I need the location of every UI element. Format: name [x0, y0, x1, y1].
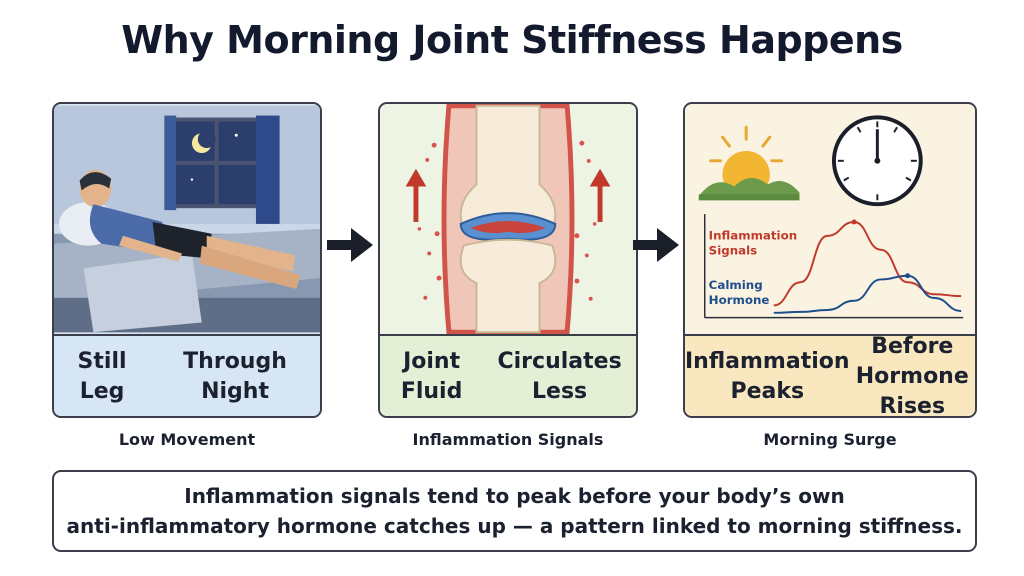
series-line-2 — [773, 274, 962, 314]
right-arrow-icon — [633, 228, 679, 262]
chart-axes — [703, 214, 964, 319]
sleeping-person-icon — [58, 169, 301, 289]
knee-joint-icon — [380, 104, 636, 334]
series-peak-point-2 — [905, 273, 911, 279]
panel-caption: Still Leg Through Night — [54, 334, 320, 416]
summary-line-1: Inflammation signals tend to peak before… — [184, 484, 845, 508]
panel-joint-fluid: Joint Fluid Circulates Less — [378, 102, 638, 418]
series-line-1 — [773, 220, 962, 307]
sublabel-morning-surge: Morning Surge — [763, 430, 897, 449]
window-icon — [164, 115, 280, 224]
panel-inflammation-peaks: Inflammation Signals Calming Hormone Inf… — [683, 102, 977, 418]
panel-caption: Inflammation Peaks Before Hormone Rises — [685, 334, 975, 416]
sunrise-icon — [698, 125, 800, 201]
summary-line-2: anti-inflammatory hormone catches up — a… — [66, 514, 963, 538]
page-title: Why Morning Joint Stiffness Happens — [121, 18, 903, 62]
sublabel-low-movement: Low Movement — [118, 430, 256, 449]
up-arrow-icon — [405, 168, 427, 222]
legend-calming-hormone: Calming Hormone — [709, 278, 770, 307]
series-peak-point-1 — [851, 219, 857, 225]
bedroom-scene — [54, 105, 320, 333]
clock-icon — [831, 115, 923, 207]
right-arrow-icon — [327, 228, 373, 262]
legend-inflammation: Inflammation Signals — [709, 229, 802, 258]
moon-icon — [190, 130, 238, 181]
morning-chart: Inflammation Signals Calming Hormone — [685, 105, 975, 333]
summary-note: Inflammation signals tend to peak before… — [52, 470, 977, 552]
up-arrow-icon — [589, 168, 611, 222]
sublabel-inflammation-signals: Inflammation Signals — [412, 430, 604, 449]
panel-still-leg: Still Leg Through Night — [52, 102, 322, 418]
panel-caption: Joint Fluid Circulates Less — [380, 334, 636, 416]
